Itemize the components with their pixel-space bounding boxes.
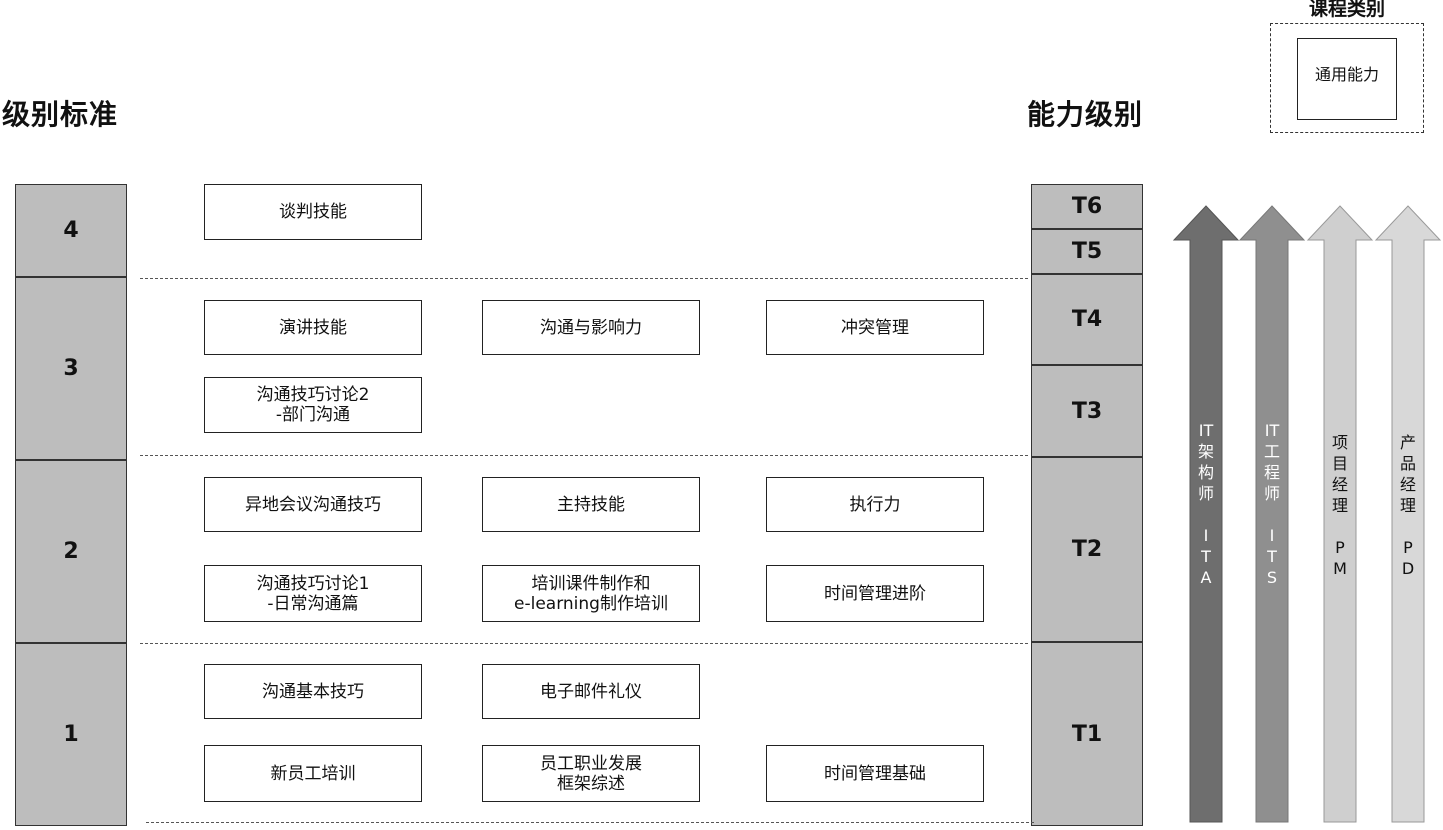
level-divider bbox=[140, 278, 1028, 279]
legend-item-general-ability: 通用能力 bbox=[1297, 38, 1397, 120]
legend-title: 课程类别 bbox=[1308, 0, 1385, 20]
t1-cell: T1 bbox=[1031, 642, 1143, 826]
level-divider bbox=[140, 643, 1028, 644]
course-box: 沟通基本技巧 bbox=[204, 664, 422, 719]
course-box: 主持技能 bbox=[482, 477, 700, 532]
course-box: 新员工培训 bbox=[204, 745, 422, 802]
course-box: 沟通与影响力 bbox=[482, 300, 700, 355]
track-its-label: IT 工 程 师 I T S bbox=[1263, 421, 1280, 587]
course-box: 执行力 bbox=[766, 477, 984, 532]
t3-cell: T3 bbox=[1031, 365, 1143, 457]
course-box: 培训课件制作和 e-learning制作培训 bbox=[482, 565, 700, 622]
track-ita-label: IT 架 构 师 I T A bbox=[1197, 421, 1214, 587]
ability-level-heading: 能力级别 bbox=[1027, 98, 1144, 131]
t5-cell: T5 bbox=[1031, 229, 1143, 274]
level-3-cell: 3 bbox=[15, 277, 127, 460]
course-box: 沟通技巧讨论1 -日常沟通篇 bbox=[204, 565, 422, 622]
course-box: 沟通技巧讨论2 -部门沟通 bbox=[204, 377, 422, 433]
level-1-cell: 1 bbox=[15, 643, 127, 826]
level-divider bbox=[146, 822, 1034, 823]
course-box: 电子邮件礼仪 bbox=[482, 664, 700, 719]
level-standard-heading: 级别标准 bbox=[2, 98, 119, 131]
course-box: 谈判技能 bbox=[204, 184, 422, 240]
course-box: 员工职业发展 框架综述 bbox=[482, 745, 700, 802]
course-box: 冲突管理 bbox=[766, 300, 984, 355]
level-divider bbox=[140, 455, 1028, 456]
t4-cell: T4 bbox=[1031, 274, 1143, 365]
legend-box bbox=[1270, 23, 1424, 133]
course-box: 异地会议沟通技巧 bbox=[204, 477, 422, 532]
arrow-pd-icon bbox=[1374, 205, 1442, 823]
arrow-ita-icon bbox=[1172, 205, 1240, 823]
arrow-pm-icon bbox=[1306, 205, 1374, 823]
t6-cell: T6 bbox=[1031, 184, 1143, 229]
track-pm-label: 项 目 经 理 P M bbox=[1331, 433, 1348, 578]
course-box: 时间管理基础 bbox=[766, 745, 984, 802]
course-box: 时间管理进阶 bbox=[766, 565, 984, 622]
level-4-cell: 4 bbox=[15, 184, 127, 277]
track-pd-label: 产 品 经 理 P D bbox=[1399, 433, 1416, 578]
course-box: 演讲技能 bbox=[204, 300, 422, 355]
arrow-its-icon bbox=[1238, 205, 1306, 823]
career-track-arrows bbox=[1172, 205, 1442, 823]
t2-cell: T2 bbox=[1031, 457, 1143, 642]
level-2-cell: 2 bbox=[15, 460, 127, 643]
